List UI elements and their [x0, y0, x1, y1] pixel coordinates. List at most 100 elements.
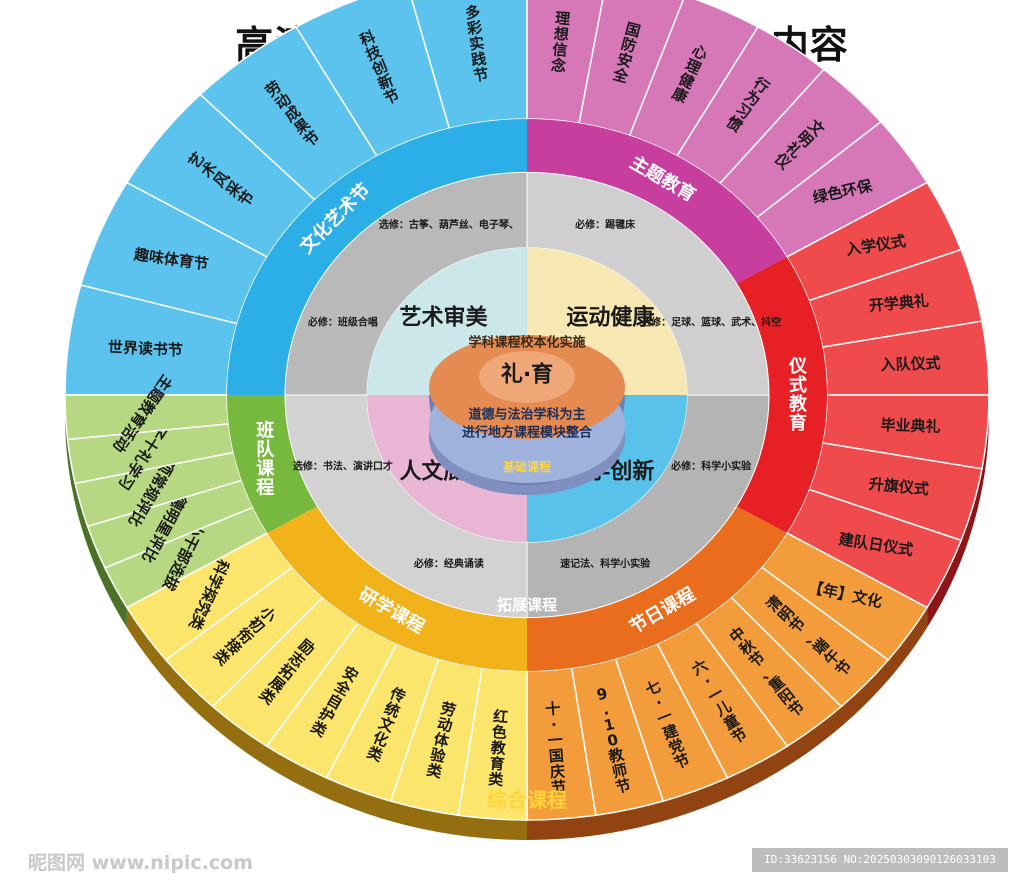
wheel-side-3 — [527, 607, 928, 841]
svg-text:·: · — [653, 693, 665, 712]
outer-item-2-4: 升旗仪式 — [868, 475, 929, 498]
svg-text:理: 理 — [554, 9, 571, 28]
svg-text:育: 育 — [489, 754, 505, 773]
svg-text:开学典礼: 开学典礼 — [868, 292, 929, 315]
ring2-elective-1: 选修：足球、篮球、武术、抖空 — [641, 316, 781, 329]
band-0 — [227, 119, 527, 395]
svg-text:升旗仪式: 升旗仪式 — [868, 475, 929, 498]
svg-text:劳: 劳 — [439, 699, 458, 720]
svg-text:国: 国 — [548, 747, 564, 766]
wheel-side-5 — [65, 395, 127, 628]
ring2-elective-0: 选修：古筝、葫芦丝、电子琴、 — [379, 218, 519, 231]
svg-text:课: 课 — [256, 458, 275, 479]
svg-text:想: 想 — [552, 25, 570, 44]
svg-text:队: 队 — [256, 439, 275, 461]
svg-text:红: 红 — [492, 707, 508, 726]
watermark-left: 昵图网 www.nipic.com — [28, 852, 254, 874]
svg-text:践: 践 — [470, 50, 487, 70]
svg-text:体: 体 — [432, 730, 452, 751]
ring2-required-0: 必修：班级合唱 — [307, 316, 378, 329]
watermark-right: ID:33623156 NO:20250303090126033103 — [752, 848, 1008, 872]
band-1 — [527, 119, 787, 284]
svg-text:程: 程 — [256, 477, 274, 498]
svg-text:式: 式 — [789, 374, 807, 396]
svg-text:师: 师 — [610, 761, 629, 782]
svg-text:一: 一 — [547, 731, 563, 750]
svg-text:教: 教 — [789, 393, 808, 415]
ring2-required-1: 必修：踢毽床 — [574, 218, 636, 231]
svg-text:世界读书节: 世界读书节 — [107, 338, 183, 359]
band-3 — [527, 506, 787, 671]
svg-text:节: 节 — [614, 776, 633, 797]
ring2-elective-3: 选修：书法、演讲口才 — [293, 459, 393, 472]
svg-text:.: . — [601, 700, 611, 719]
svg-text:实: 实 — [468, 34, 485, 54]
band-5 — [227, 395, 318, 533]
svg-text:心: 心 — [689, 41, 710, 64]
ring2-label-0: 艺术审美 — [400, 305, 489, 331]
svg-text:防: 防 — [619, 35, 638, 56]
ring2-label: 拓展课程 — [497, 596, 557, 614]
svg-text:育: 育 — [789, 412, 807, 434]
ring2-elective-2: 速记法、科学小实验 — [560, 557, 651, 570]
center-top-text: 学科课程校本化实施 — [468, 335, 585, 351]
svg-text:党: 党 — [666, 736, 687, 758]
svg-text:庆: 庆 — [549, 762, 565, 781]
svg-text:健: 健 — [676, 70, 697, 93]
svg-text:新: 新 — [375, 71, 396, 93]
svg-text:儿: 儿 — [712, 697, 735, 721]
svg-text:色: 色 — [491, 723, 507, 742]
band-4 — [267, 506, 527, 671]
svg-text:班: 班 — [256, 421, 274, 442]
svg-text:全: 全 — [610, 65, 631, 87]
ring2-label-1: 运动健康 — [566, 305, 655, 331]
svg-text:节: 节 — [381, 86, 402, 108]
svg-text:理: 理 — [682, 56, 703, 79]
svg-text:仪: 仪 — [788, 356, 808, 377]
svg-text:0: 0 — [606, 730, 620, 750]
svg-text:节: 节 — [551, 778, 567, 797]
band-2 — [736, 257, 827, 533]
svg-text:·: · — [550, 715, 557, 733]
svg-text:9: 9 — [595, 684, 609, 704]
center-foundation-label: 基础课程 — [502, 459, 551, 474]
center-bottom-text-2: 进行地方课程模块整合 — [462, 425, 593, 441]
svg-text:科: 科 — [357, 27, 378, 49]
center-title: 礼·育 — [501, 362, 553, 388]
svg-text:一: 一 — [655, 706, 676, 728]
svg-text:入队仪式: 入队仪式 — [880, 354, 941, 374]
svg-text:教: 教 — [606, 745, 627, 766]
svg-text:类: 类 — [488, 770, 505, 789]
svg-text:教: 教 — [489, 739, 507, 758]
svg-text:类: 类 — [425, 761, 445, 782]
svg-text:统: 统 — [382, 699, 403, 721]
svg-text:信: 信 — [552, 40, 569, 59]
wheel-side — [65, 395, 989, 841]
outer-item-2-2: 入队仪式 — [880, 354, 941, 374]
svg-text:国: 国 — [623, 19, 642, 40]
svg-text:七: 七 — [643, 677, 664, 699]
svg-text:节: 节 — [472, 65, 489, 85]
svg-text:动: 动 — [436, 715, 455, 736]
svg-text:彩: 彩 — [465, 18, 483, 38]
svg-text:创: 创 — [368, 57, 390, 80]
outer-item-0-0: 世界读书节 — [107, 338, 183, 359]
svg-text:节: 节 — [672, 750, 693, 772]
svg-text:十: 十 — [545, 699, 561, 718]
svg-text:安: 安 — [615, 50, 634, 71]
svg-text:毕业典礼: 毕业典礼 — [880, 416, 941, 436]
ring3-label: 综合课程 — [487, 788, 567, 812]
wheel-side-2 — [927, 395, 989, 628]
